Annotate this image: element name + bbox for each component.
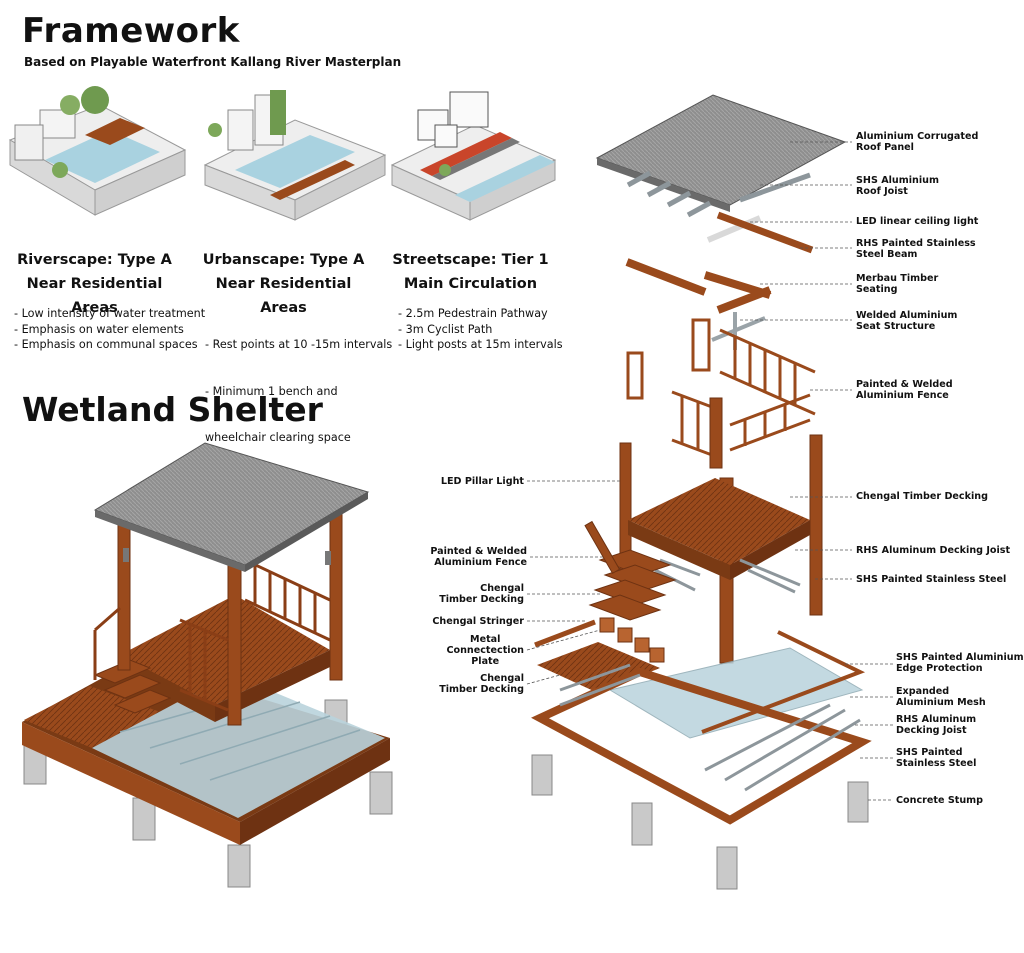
streetscape-title: Streetscape: Tier 1 (392, 252, 549, 268)
callout-lower-decking-joist: RHS Aluminum Decking Joist (896, 714, 977, 736)
section-title: Wetland Shelter (22, 390, 323, 429)
exploded-concrete-stump (531, 754, 553, 796)
bullet: wheelchair clearing space (205, 431, 351, 444)
concrete-stump (227, 844, 251, 888)
pillar-light-icon (123, 548, 129, 562)
callout-chengal-decking-lower: Chengal Timber Decking (439, 673, 524, 695)
streetscape-subtitle: Main Circulation (403, 276, 538, 292)
callout-edge-protection: SHS Painted Aluminium Edge Protection (896, 652, 1024, 674)
callout-concrete-stump: Concrete Stump (896, 795, 984, 806)
assembled-shelter (22, 442, 393, 888)
upper-deck (120, 595, 330, 705)
riverscape-block: Riverscape: Type A Near Residential Area… (2, 248, 187, 320)
bullet: - 3m Cyclist Path (398, 322, 493, 336)
bullet: - 2.5m Pedestrain Pathway (398, 307, 548, 320)
exploded-upper-deck (628, 478, 810, 565)
callout-fence-top: Painted & Welded Aluminium Fence (856, 379, 953, 401)
callout-roof-joist: SHS Aluminium Roof Joist (856, 175, 939, 197)
riverscape-subtitle: Near Residential Areas (26, 276, 163, 316)
urbanscape-subtitle: Near Residential Areas (215, 276, 352, 316)
exploded-mesh (608, 647, 864, 739)
metal-connection-plates (599, 617, 665, 663)
callout-timber-seating: Merbau Timber Seating (856, 273, 939, 295)
riverscape-title: Riverscape: Type A (17, 252, 172, 268)
callout-steel-beam: RHS Painted Stainless Steel Beam (856, 238, 976, 260)
bullet: - Rest points at 10 -15m intervals (205, 338, 393, 351)
pillars (117, 509, 343, 726)
page-title: Framework (22, 11, 240, 51)
fence (93, 558, 331, 712)
steel-beam (716, 211, 814, 254)
roof-joists (626, 170, 811, 218)
leader-lines (526, 141, 893, 801)
callout-timber-decking: Chengal Timber Decking (856, 491, 988, 502)
urbanscape-bullets: - Rest points at 10 -15m intervals - Min… (205, 306, 392, 461)
exploded-roof-panel (595, 94, 847, 206)
callout-seat-structure: Welded Aluminium Seat Structure (856, 310, 958, 332)
callout-chengal-stringer: Chengal Stringer (432, 616, 524, 627)
streetscape-bullets: - 2.5m Pedestrain Pathway - 3m Cyclist P… (398, 306, 563, 353)
callout-decking-joist: RHS Aluminum Decking Joist (856, 545, 1011, 556)
exploded-concrete-stump (847, 781, 869, 823)
callout-shs-steel: SHS Painted Stainless Steel (856, 574, 1007, 585)
exploded-stairs (584, 520, 677, 621)
bullet: - Emphasis on communal spaces (14, 338, 198, 351)
exploded-concrete-stump (631, 802, 653, 846)
bullet: - Minimum 1 bench and (205, 384, 338, 398)
page-subtitle: Based on Playable Waterfront Kallang Riv… (24, 55, 402, 69)
bullet: - Emphasis on water elements (14, 322, 184, 336)
exploded-concrete-stump (716, 846, 738, 890)
timber-seating (625, 258, 772, 314)
concrete-stump (369, 771, 393, 815)
stairs (93, 659, 172, 714)
bullet: - Light posts at 15m intervals (398, 338, 563, 351)
bullet: - Low intensity of water treatment (14, 307, 206, 320)
urbanscape-illustration (203, 90, 387, 221)
callout-roof-panel: Aluminium Corrugated Roof Panel (856, 131, 979, 153)
callout-aluminium-mesh: Expanded Aluminium Mesh (896, 686, 986, 708)
urbanscape-title: Urbanscape: Type A (202, 252, 365, 268)
lower-joists (559, 663, 861, 792)
streetscape-block: Streetscape: Tier 1 Main Circulation (378, 248, 563, 296)
exploded-view (531, 94, 872, 890)
exploded-fence (626, 318, 816, 460)
urbanscape-block: Urbanscape: Type A Near Residential Area… (191, 248, 376, 320)
roof-panel (93, 442, 370, 566)
streetscape-illustration (390, 91, 557, 221)
stringer (534, 619, 596, 648)
callout-led-linear-light: LED linear ceiling light (856, 216, 979, 227)
callout-fence-lower: Painted & Welded Aluminium Fence (430, 546, 527, 568)
callout-chengal-decking: Chengal Timber Decking (439, 583, 524, 605)
riverscape-bullets: - Low intensity of water treatment - Emp… (14, 306, 205, 353)
callout-metal-plate: Metal Connectection Plate (446, 634, 524, 667)
pillar-light-icon (325, 551, 331, 565)
callout-led-pillar-light: LED Pillar Light (440, 476, 524, 487)
riverscape-illustration (8, 86, 187, 216)
callout-lower-shs-steel: SHS Painted Stainless Steel (896, 747, 977, 769)
